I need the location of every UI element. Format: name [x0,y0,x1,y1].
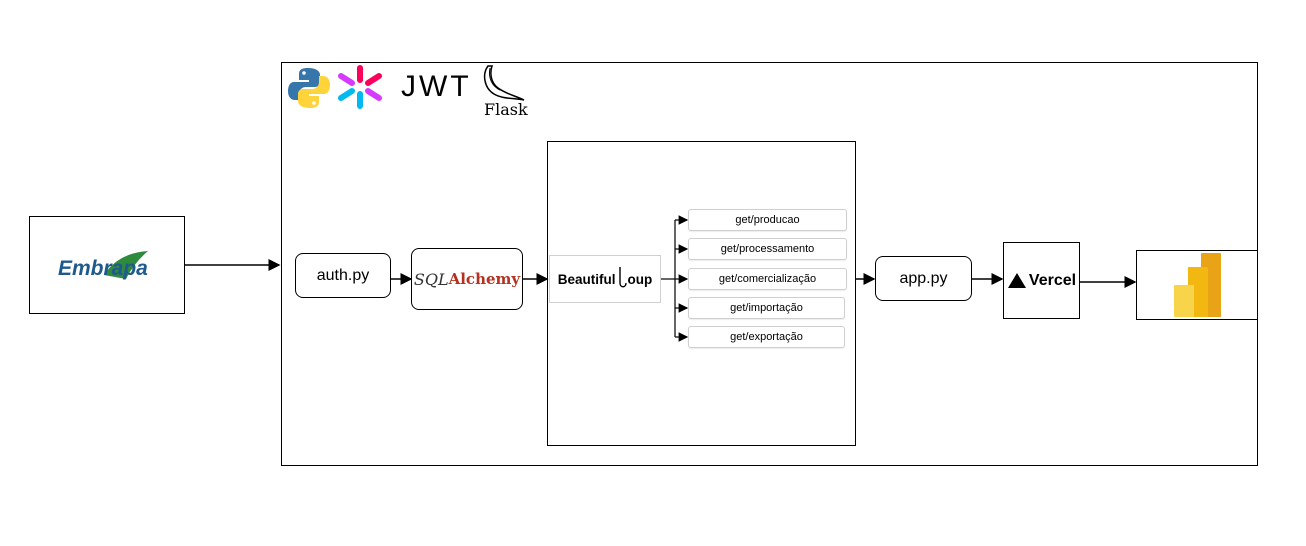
jwt-wordmark: JWT [401,70,472,103]
vercel-label: Vercel [1028,271,1077,289]
beautifulsoup-node: Beautiful oup [549,255,661,303]
flask-horn-icon [483,65,525,101]
endpoint-importacao: get/importação [688,297,845,319]
endpoint-comercializacao: get/comercialização [688,268,847,290]
sqlalchemy-sql-text: SQL [413,269,449,289]
beautifulsoup-text-a: Beautiful [557,271,616,287]
python-logo-icon [287,66,331,115]
embrapa-box: Embrapa [29,216,185,314]
scraper-group [547,141,856,446]
endpoint-processamento: get/processamento [688,238,847,260]
flask-logo: Flask [480,64,530,119]
powerbi-icon [1174,253,1221,317]
powerbi-node [1136,250,1258,320]
app-node: app.py [875,256,972,301]
sqlalchemy-alchemy-text: Alchemy [448,270,521,288]
flask-label: Flask [484,100,528,119]
soup-ladle-icon [618,267,627,288]
embrapa-logo: Embrapa [56,245,164,292]
endpoint-exportacao: get/exportação [688,326,845,348]
svg-text:Embrapa: Embrapa [58,257,148,280]
vercel-triangle-icon [1007,273,1026,288]
vercel-node: Vercel [1003,242,1080,319]
beautifulsoup-text-b: oup [627,271,653,287]
endpoint-producao: get/producao [688,209,847,231]
embrapa-logo-icon: Embrapa [58,251,148,280]
auth-node: auth.py [295,253,391,298]
jwt-star-icon [335,64,385,115]
